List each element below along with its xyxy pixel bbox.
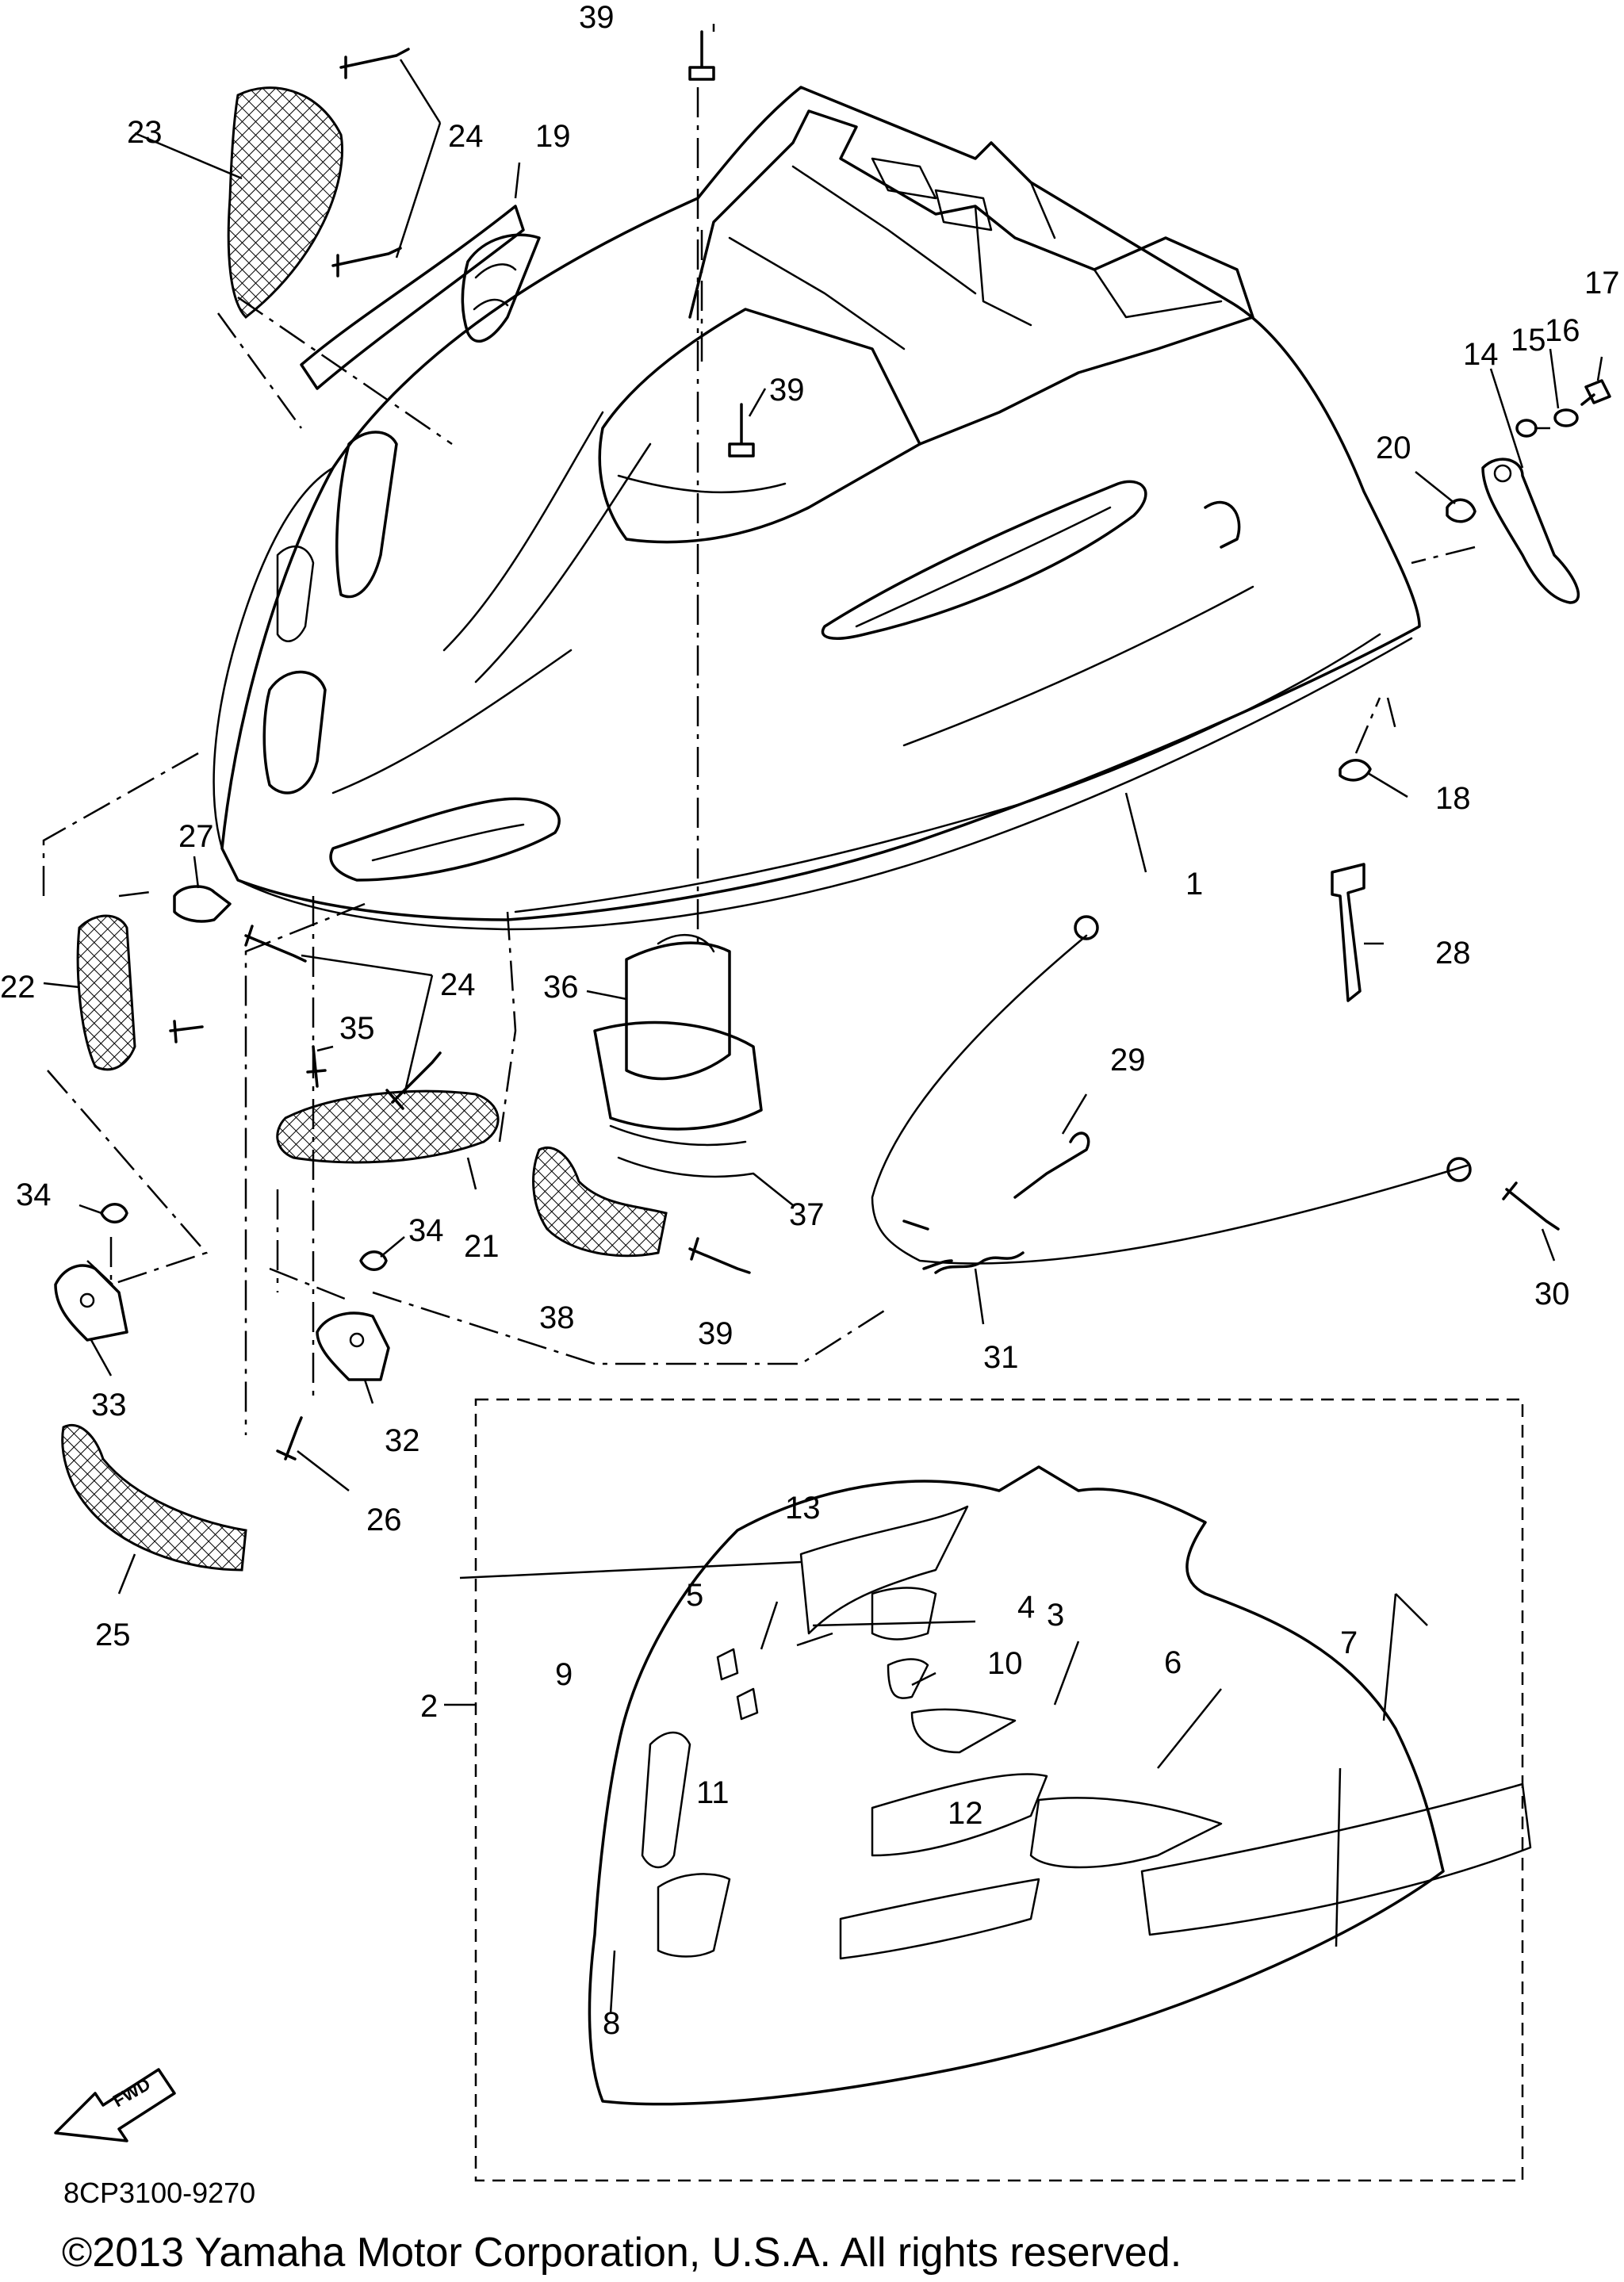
rivet-26 — [276, 1416, 303, 1461]
mesh-grill-22 — [76, 914, 136, 1071]
label-part-12: 12 — [948, 1796, 983, 1831]
mesh-grill-25 — [61, 1423, 247, 1572]
label-part-34a: 34 — [16, 1177, 52, 1212]
mesh-grill-38 — [532, 1146, 668, 1258]
label-part-38: 38 — [539, 1300, 575, 1335]
cable-tie-28 — [1331, 863, 1365, 1002]
label-part-3: 3 — [1047, 1598, 1064, 1633]
label-part-8: 8 — [603, 2006, 620, 2041]
bolt-39-top — [688, 30, 715, 81]
label-part-32: 32 — [385, 1423, 420, 1458]
label-part-28: 28 — [1435, 936, 1471, 971]
label-part-6: 6 — [1164, 1645, 1182, 1680]
label-part-33: 33 — [91, 1388, 127, 1422]
label-part-4: 4 — [1017, 1590, 1035, 1625]
fwd-label: FWD — [109, 2074, 154, 2112]
label-part-39a: 39 — [579, 0, 615, 35]
label-part-7: 7 — [1340, 1625, 1358, 1660]
nut-34 — [100, 1203, 388, 1271]
label-part-18: 18 — [1435, 781, 1471, 816]
decal-set-2 — [474, 1398, 1532, 2182]
label-part-5: 5 — [686, 1578, 703, 1613]
label-part-24b: 24 — [440, 967, 476, 1002]
label-part-39b: 39 — [769, 373, 805, 408]
label-part-16: 16 — [1545, 313, 1580, 348]
label-part-2: 2 — [420, 1689, 438, 1724]
clip-27 — [173, 885, 232, 923]
label-part-17: 17 — [1584, 266, 1620, 301]
drawing-number: 8CP3100-9270 — [63, 2177, 255, 2209]
label-part-30: 30 — [1534, 1277, 1570, 1311]
label-part-15: 15 — [1511, 323, 1546, 358]
mesh-grill-23 — [227, 86, 343, 319]
label-part-19: 19 — [535, 119, 571, 154]
part-37 — [609, 1124, 755, 1178]
rivet-24-lower — [244, 925, 442, 1110]
label-part-20: 20 — [1376, 431, 1411, 465]
cable-29-30-31 — [871, 915, 1560, 1274]
label-part-11: 11 — [696, 1775, 730, 1810]
label-part-21: 21 — [464, 1229, 500, 1264]
label-part-39c: 39 — [698, 1316, 733, 1351]
label-part-24a: 24 — [448, 119, 484, 154]
mesh-grill-21 — [276, 1089, 500, 1164]
label-part-29: 29 — [1110, 1043, 1146, 1078]
label-part-23: 23 — [127, 115, 163, 150]
label-part-14: 14 — [1463, 337, 1499, 372]
bracket-33 — [54, 1264, 128, 1342]
label-part-31: 31 — [983, 1340, 1019, 1375]
label-part-27: 27 — [178, 819, 214, 854]
label-part-34b: 34 — [408, 1213, 444, 1248]
label-part-35: 35 — [339, 1011, 375, 1046]
label-part-25: 25 — [95, 1618, 131, 1652]
leader-lines — [43, 24, 1603, 2015]
label-part-37: 37 — [789, 1197, 825, 1232]
fasteners-15-16-17-20-18 — [1339, 379, 1611, 782]
rivet-24-top — [331, 48, 410, 278]
label-part-13: 13 — [785, 1491, 821, 1526]
label-part-26: 26 — [366, 1503, 402, 1537]
copyright-notice: ©2013 Yamaha Motor Corporation, U.S.A. A… — [62, 2230, 1182, 2276]
label-part-22: 22 — [0, 970, 36, 1005]
dash-dot-lines — [42, 87, 1476, 1435]
bolt-35 — [169, 1020, 327, 1088]
bracket-32 — [316, 1311, 390, 1381]
label-part-36: 36 — [543, 970, 579, 1005]
label-part-1: 1 — [1185, 867, 1203, 902]
bolt-39-mid — [688, 403, 755, 1274]
duct-36 — [593, 933, 763, 1131]
label-part-9: 9 — [555, 1657, 573, 1692]
label-part-10: 10 — [987, 1646, 1023, 1681]
fwd-arrow-icon: FWD — [54, 2068, 176, 2142]
bracket-14 — [1481, 458, 1580, 604]
hood-assembly — [213, 86, 1421, 931]
decal-strip-19 — [300, 205, 525, 390]
part-labels: 1 2 3 4 5 6 7 8 9 10 11 12 13 14 15 16 1… — [0, 0, 1620, 2041]
